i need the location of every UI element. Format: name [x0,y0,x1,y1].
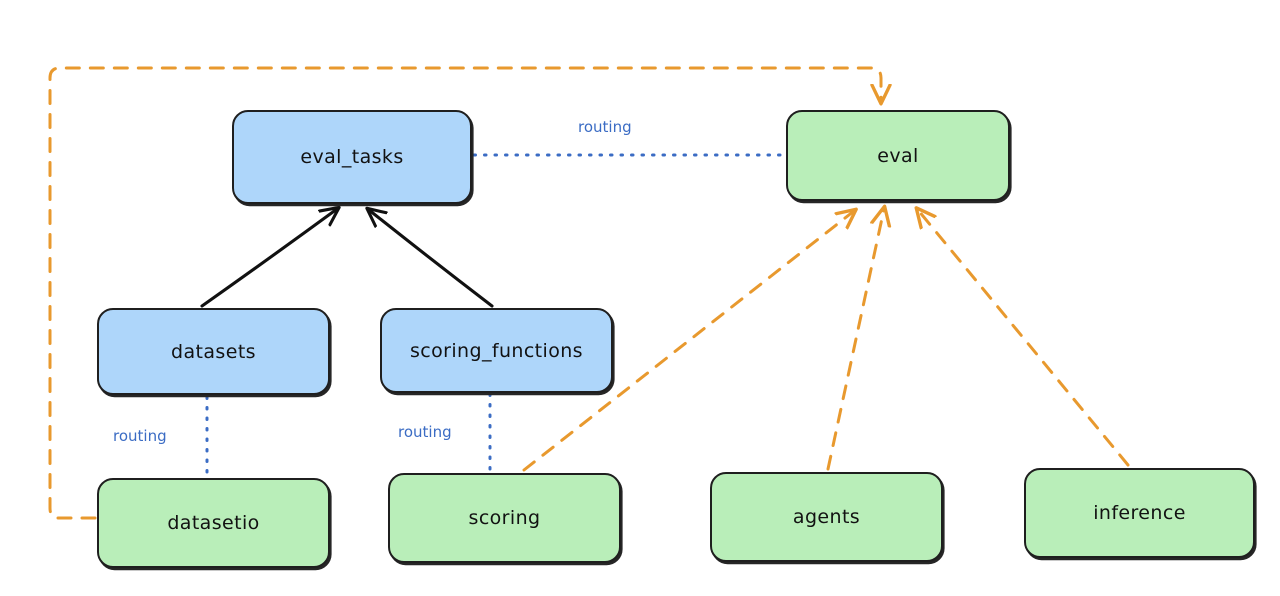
node-eval-tasks[interactable]: eval_tasks [232,110,472,204]
node-label-agents: agents [792,506,861,528]
edge-agents-eval [826,209,884,471]
node-datasets[interactable]: datasets [97,308,330,395]
edge-label-routing-scoring-functions-scoring: routing [398,423,452,441]
edge-label-routing-eval-tasks-eval: routing [578,118,632,136]
node-inference[interactable]: inference [1024,468,1255,558]
node-label-datasets: datasets [171,340,256,363]
edge-datasetio-eval [48,66,881,520]
edge-scoring_functions-eval_tasks [369,210,494,308]
node-label-datasetio: datasetio [167,512,260,534]
edge-datasets-eval_tasks [200,209,337,308]
node-eval[interactable]: eval [786,110,1010,201]
node-agents[interactable]: agents [710,472,943,562]
node-label-inference: inference [1093,502,1186,524]
node-scoring-functions[interactable]: scoring_functions [380,308,613,393]
node-label-scoring: scoring [468,507,541,529]
node-scoring[interactable]: scoring [388,473,621,563]
node-label-eval-tasks: eval_tasks [300,146,404,168]
node-label-scoring-functions: scoring_functions [410,339,583,362]
edge-scoring-eval [522,211,854,472]
edge-label-routing-datasets-datasetio: routing [113,427,167,445]
node-datasetio[interactable]: datasetio [97,478,330,568]
edge-inference-eval [918,210,1130,467]
node-label-eval: eval [877,144,919,167]
